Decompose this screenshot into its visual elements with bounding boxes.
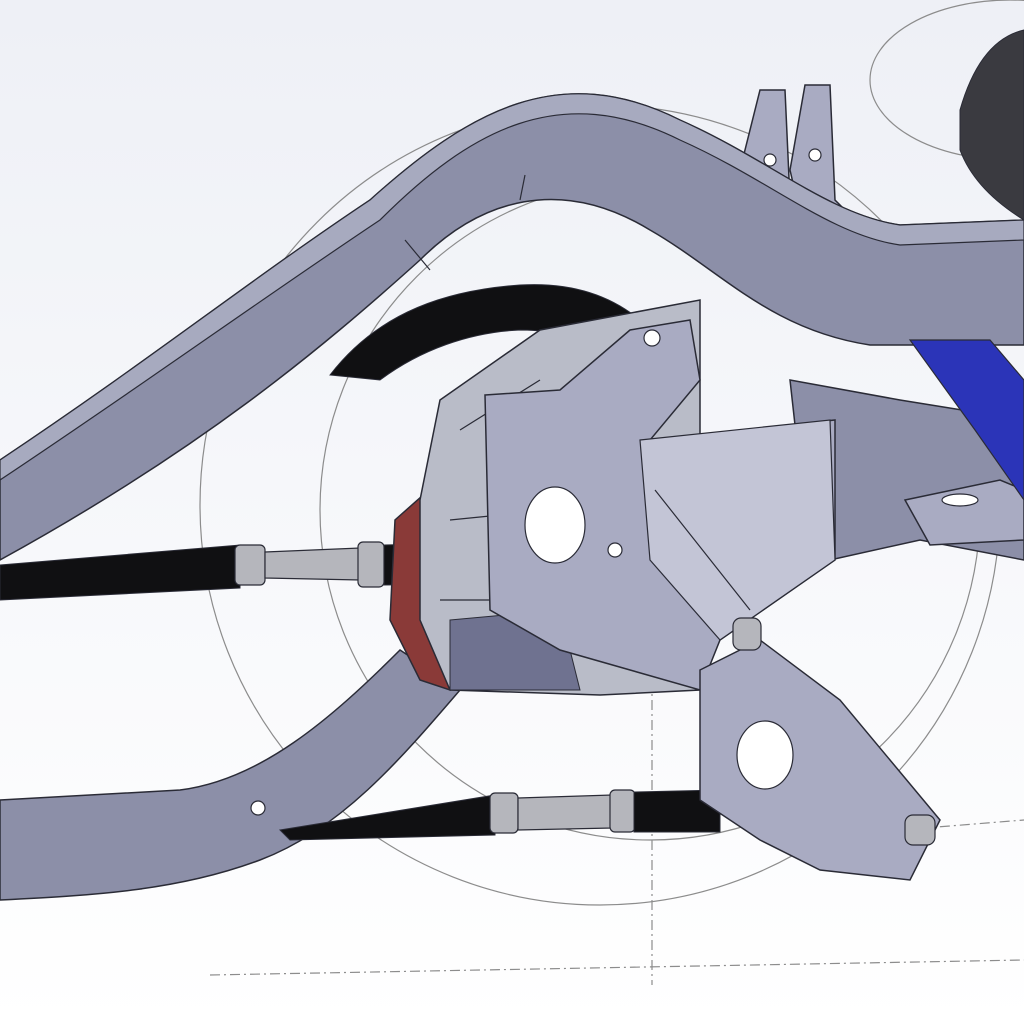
chassis-frame-rail-upper <box>0 93 1024 561</box>
bracket-slot-hole <box>524 486 586 564</box>
centerline-horizontal <box>209 959 1024 976</box>
lower-link-bar <box>278 789 721 841</box>
air-bag-sphere <box>959 29 1024 221</box>
rod-end-upper-right <box>357 541 385 588</box>
rod-end-lower-left <box>489 792 519 834</box>
link-bracket <box>484 319 836 691</box>
arm-slot-hole <box>736 720 794 790</box>
rod-end-lower-right <box>609 789 636 833</box>
blue-mount <box>908 339 1024 502</box>
arm-bolt <box>904 814 936 846</box>
lower-link-arm <box>699 617 941 881</box>
bracket-bolt <box>732 617 762 651</box>
chassis-frame-rail-lower <box>0 649 462 901</box>
rod-end-upper-left <box>234 544 266 586</box>
crossmember <box>789 379 1024 561</box>
